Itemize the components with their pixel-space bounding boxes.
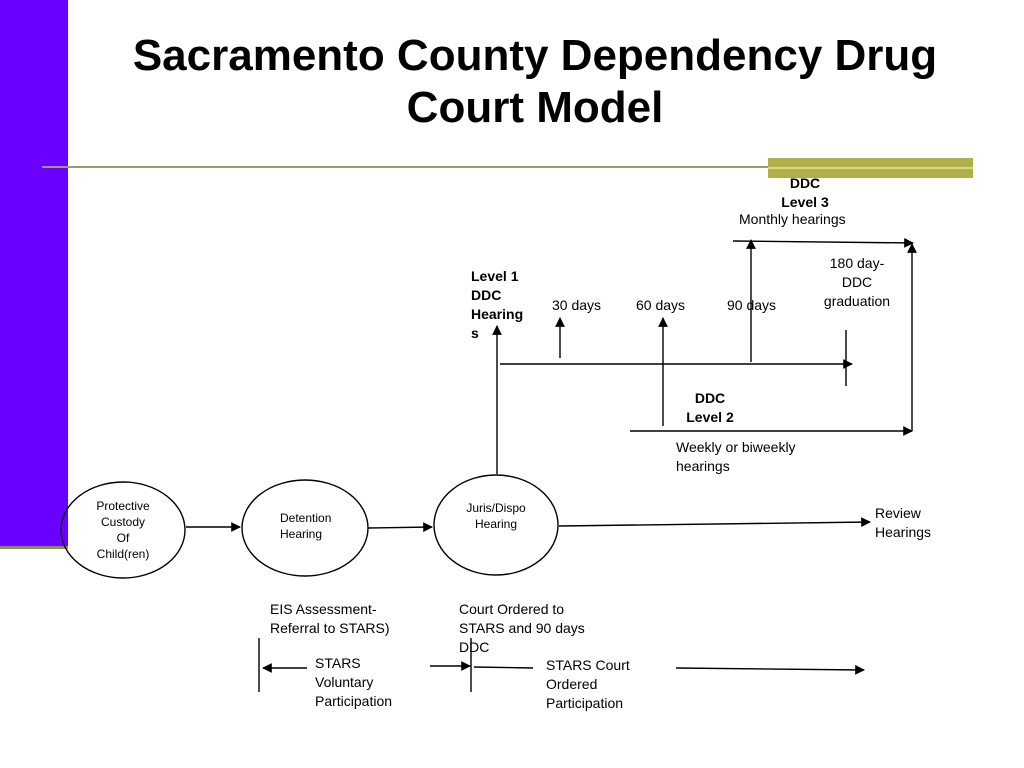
title-line-1: Sacramento County Dependency Drug [132, 31, 938, 80]
arrow-stars-court-left [473, 666, 534, 669]
level3-note: Monthly hearings [739, 211, 846, 227]
milestone-graduation: 180 day- DDC graduation [823, 255, 891, 309]
milestone-90-days: 90 days [727, 297, 777, 313]
level2-note: Weekly or biweekly hearings [676, 439, 796, 474]
arrow-juris-to-review [558, 517, 871, 528]
eis-assessment-label: EIS Assessment- Referral to STARS) [270, 601, 390, 636]
arrow-stars-court-right [675, 665, 865, 675]
title-divider [42, 166, 972, 168]
arrow-detention-to-juris [367, 522, 433, 533]
milestone-30-days: 30 days [552, 297, 602, 313]
title-line-2: Court Model [406, 83, 664, 132]
node-protective-custody-label: Protective Custody Of Child(ren) [96, 499, 150, 561]
stars-court-label: STARS Court Ordered Participation [546, 657, 630, 711]
node-detention-label: Detention Hearing [280, 511, 332, 541]
node-juris-dispo-label: Juris/Dispo Hearing [466, 501, 526, 531]
level1-label: Level 1 DDC Hearing s [471, 268, 524, 341]
title-accent-line [768, 167, 973, 169]
stars-voluntary-label: STARS Voluntary Participation [315, 655, 393, 709]
level3-title: DDC Level 3 [781, 175, 829, 210]
review-hearings-label: Review Hearings [875, 505, 932, 540]
court-ordered-label: Court Ordered to STARS and 90 days DDC [459, 601, 585, 655]
level2-title: DDC Level 2 [686, 390, 734, 425]
slide-title: Sacramento County Dependency Drug Court … [90, 30, 980, 134]
sidebar-accent-shadow [0, 546, 68, 549]
milestone-60-days: 60 days [636, 297, 686, 313]
sidebar-accent-bar [0, 0, 68, 546]
level3-timeline [732, 238, 914, 248]
node-protective-custody [60, 481, 186, 579]
node-juris-dispo-hearing [433, 474, 559, 576]
